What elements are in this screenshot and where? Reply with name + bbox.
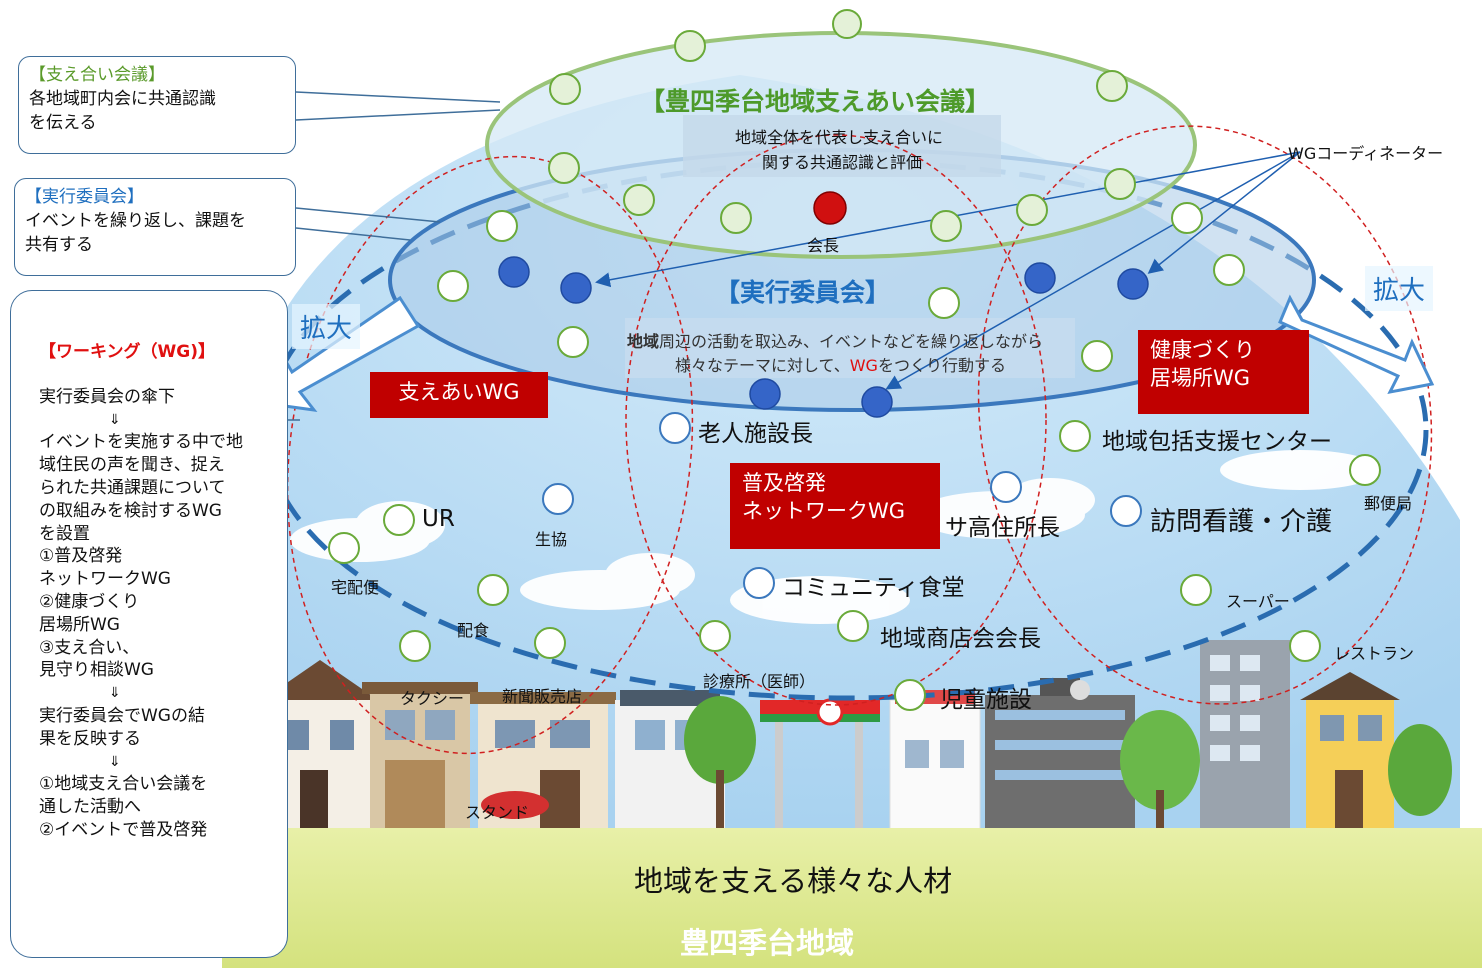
expand-arrow-right <box>1278 294 1435 395</box>
panel-line: ①地域支え合い会議を <box>39 774 208 795</box>
panel-line: 実行委員会でWGの結 <box>39 705 205 726</box>
panel-line: 通した活動へ <box>39 797 141 818</box>
member-circle <box>1016 194 1048 226</box>
actor-rojin: 老人施設長 <box>698 421 813 447</box>
callout-council-head: 【支え合い会議】 <box>29 65 165 85</box>
wg-ellipse-fukyu <box>625 134 1047 706</box>
wg-box-fukyu: 普及啓発 ネットワークWG <box>730 463 940 549</box>
coordinator-circle <box>1117 268 1149 300</box>
actor-homon: 訪問看護・介護 <box>1150 507 1333 537</box>
panel-line: ネットワークWG <box>39 569 171 590</box>
wg-kenko-line2: 居場所WG <box>1150 366 1251 390</box>
expand-right-label: 拡大 <box>1365 266 1434 311</box>
panel-line: ①普及啓発 <box>39 546 123 567</box>
panel-line: を設置 <box>39 523 90 544</box>
actor-yubin: 郵便局 <box>1364 494 1413 513</box>
panel-line: 域住民の声を聞き、捉え <box>39 455 225 476</box>
coordinator-label: WGコーディネーター <box>1288 144 1444 163</box>
council-desc-2: 関する共通認識と評価 <box>762 153 923 172</box>
callout-exec: 【実行委員会】 イベントを繰り返し、課題を 共有する <box>14 178 296 276</box>
expand-left-label: 拡大 <box>292 304 361 349</box>
wg-fukyu-line1: 普及啓発 <box>742 471 826 495</box>
callout-exec-line1: イベントを繰り返し、課題を <box>25 211 246 231</box>
callout-council: 【支え合い会議】 各地域町内会に共通認識 を伝える <box>18 56 296 154</box>
member-circle <box>1104 168 1136 200</box>
wg-ellipse-sasaeai <box>286 155 694 755</box>
actor-ur: UR <box>422 506 455 532</box>
panel-line: 居場所WG <box>39 614 120 635</box>
panel-line: イベントを実施する中で地 <box>39 432 243 453</box>
actor-hokatsu: 地域包括支援センター <box>1102 429 1332 455</box>
panel-line: ②健康づくり <box>39 591 140 612</box>
working-group-panel: 【ワーキング（WG)】 実行委員会の傘下 ⇓ イベントを実施する中で地 域住民の… <box>10 290 288 958</box>
actor-takuhai: 宅配便 <box>331 578 380 597</box>
member-circle <box>930 210 962 242</box>
wg-box-sasaeai: 支えあいWG <box>370 372 548 418</box>
chair-label: 会長 <box>807 236 840 255</box>
working-panel-head: 【ワーキング（WG)】 <box>39 342 215 362</box>
coordinator-circle <box>498 256 530 288</box>
wg-box-kenko: 健康づくり 居場所WG <box>1138 330 1309 414</box>
executive-desc-1: 地域周辺の活動を取込み、イベントなどを繰り返しながら <box>627 332 1044 351</box>
executive-desc-2: 様々なテーマに対して、WGをつくり行動する <box>675 356 1006 375</box>
council-desc-1: 地域全体を代表し支え合いに <box>735 128 944 147</box>
executive-title: 【実行委員会】 <box>715 278 891 307</box>
actor-taxi: タクシー <box>400 689 465 708</box>
actor-jido: 児童施設 <box>940 687 1032 713</box>
clouds <box>290 450 1380 624</box>
footer-region: 豊四季台地域 <box>680 926 855 960</box>
ground <box>222 828 1482 968</box>
wg-kenko-line1: 健康づくり <box>1150 338 1255 362</box>
actor-restaurant: レストラン <box>1334 644 1415 663</box>
chair-circle <box>813 191 847 225</box>
actor-shinbun: 新聞販売店 <box>502 687 583 706</box>
panel-line: られた共通課題について <box>39 477 226 498</box>
panel-line: の取組みを検討するWG <box>39 500 222 521</box>
buildings <box>262 640 1452 831</box>
member-circle <box>674 30 706 62</box>
coordinator-circle <box>749 378 781 410</box>
panel-line: 果を反映する <box>39 728 141 749</box>
callout-exec-line2: 共有する <box>25 235 93 255</box>
actor-sakou: サ高住所長 <box>945 515 1060 541</box>
actor-seikyo: 生協 <box>535 530 568 549</box>
actor-community: コミュニティ食堂 <box>782 575 965 601</box>
member-circle <box>548 152 580 184</box>
member-circle <box>1096 70 1128 102</box>
actor-haishoku: 配食 <box>457 621 490 640</box>
footer-main: 地域を支える様々な人材 <box>634 864 953 898</box>
panel-line: 実行委員会の傘下 <box>39 386 175 407</box>
callout-exec-head: 【実行委員会】 <box>25 187 144 207</box>
panel-arrow: ⇓ <box>109 411 121 428</box>
wg-fukyu-line2: ネットワークWG <box>742 499 906 523</box>
member-circle <box>832 9 862 39</box>
callout-council-line1: 各地域町内会に共通認識 <box>29 89 216 109</box>
coordinator-circle <box>560 272 592 304</box>
coordinator-circle <box>861 386 893 418</box>
panel-line: 見守り相談WG <box>39 660 154 681</box>
member-circle <box>549 73 581 105</box>
council-title: 【豊四季台地域支えあい会議】 <box>640 87 991 116</box>
panel-line: ②イベントで普及啓発 <box>39 819 208 840</box>
coordinator-circle <box>1024 262 1056 294</box>
expand-arrow-left <box>268 295 421 412</box>
panel-line: ③支え合い、 <box>39 637 140 658</box>
member-circle <box>720 202 752 234</box>
panel-arrow: ⇓ <box>109 753 121 770</box>
member-circle <box>623 184 655 216</box>
actor-super: スーパー <box>1226 592 1290 611</box>
actor-stand: スタンド <box>465 803 530 822</box>
actor-shotenkai: 地域商店会会長 <box>880 626 1041 652</box>
panel-arrow: ⇓ <box>109 685 121 702</box>
callout-council-line2: を伝える <box>29 113 97 133</box>
actor-shinryo: 診療所（医師） <box>703 672 816 691</box>
